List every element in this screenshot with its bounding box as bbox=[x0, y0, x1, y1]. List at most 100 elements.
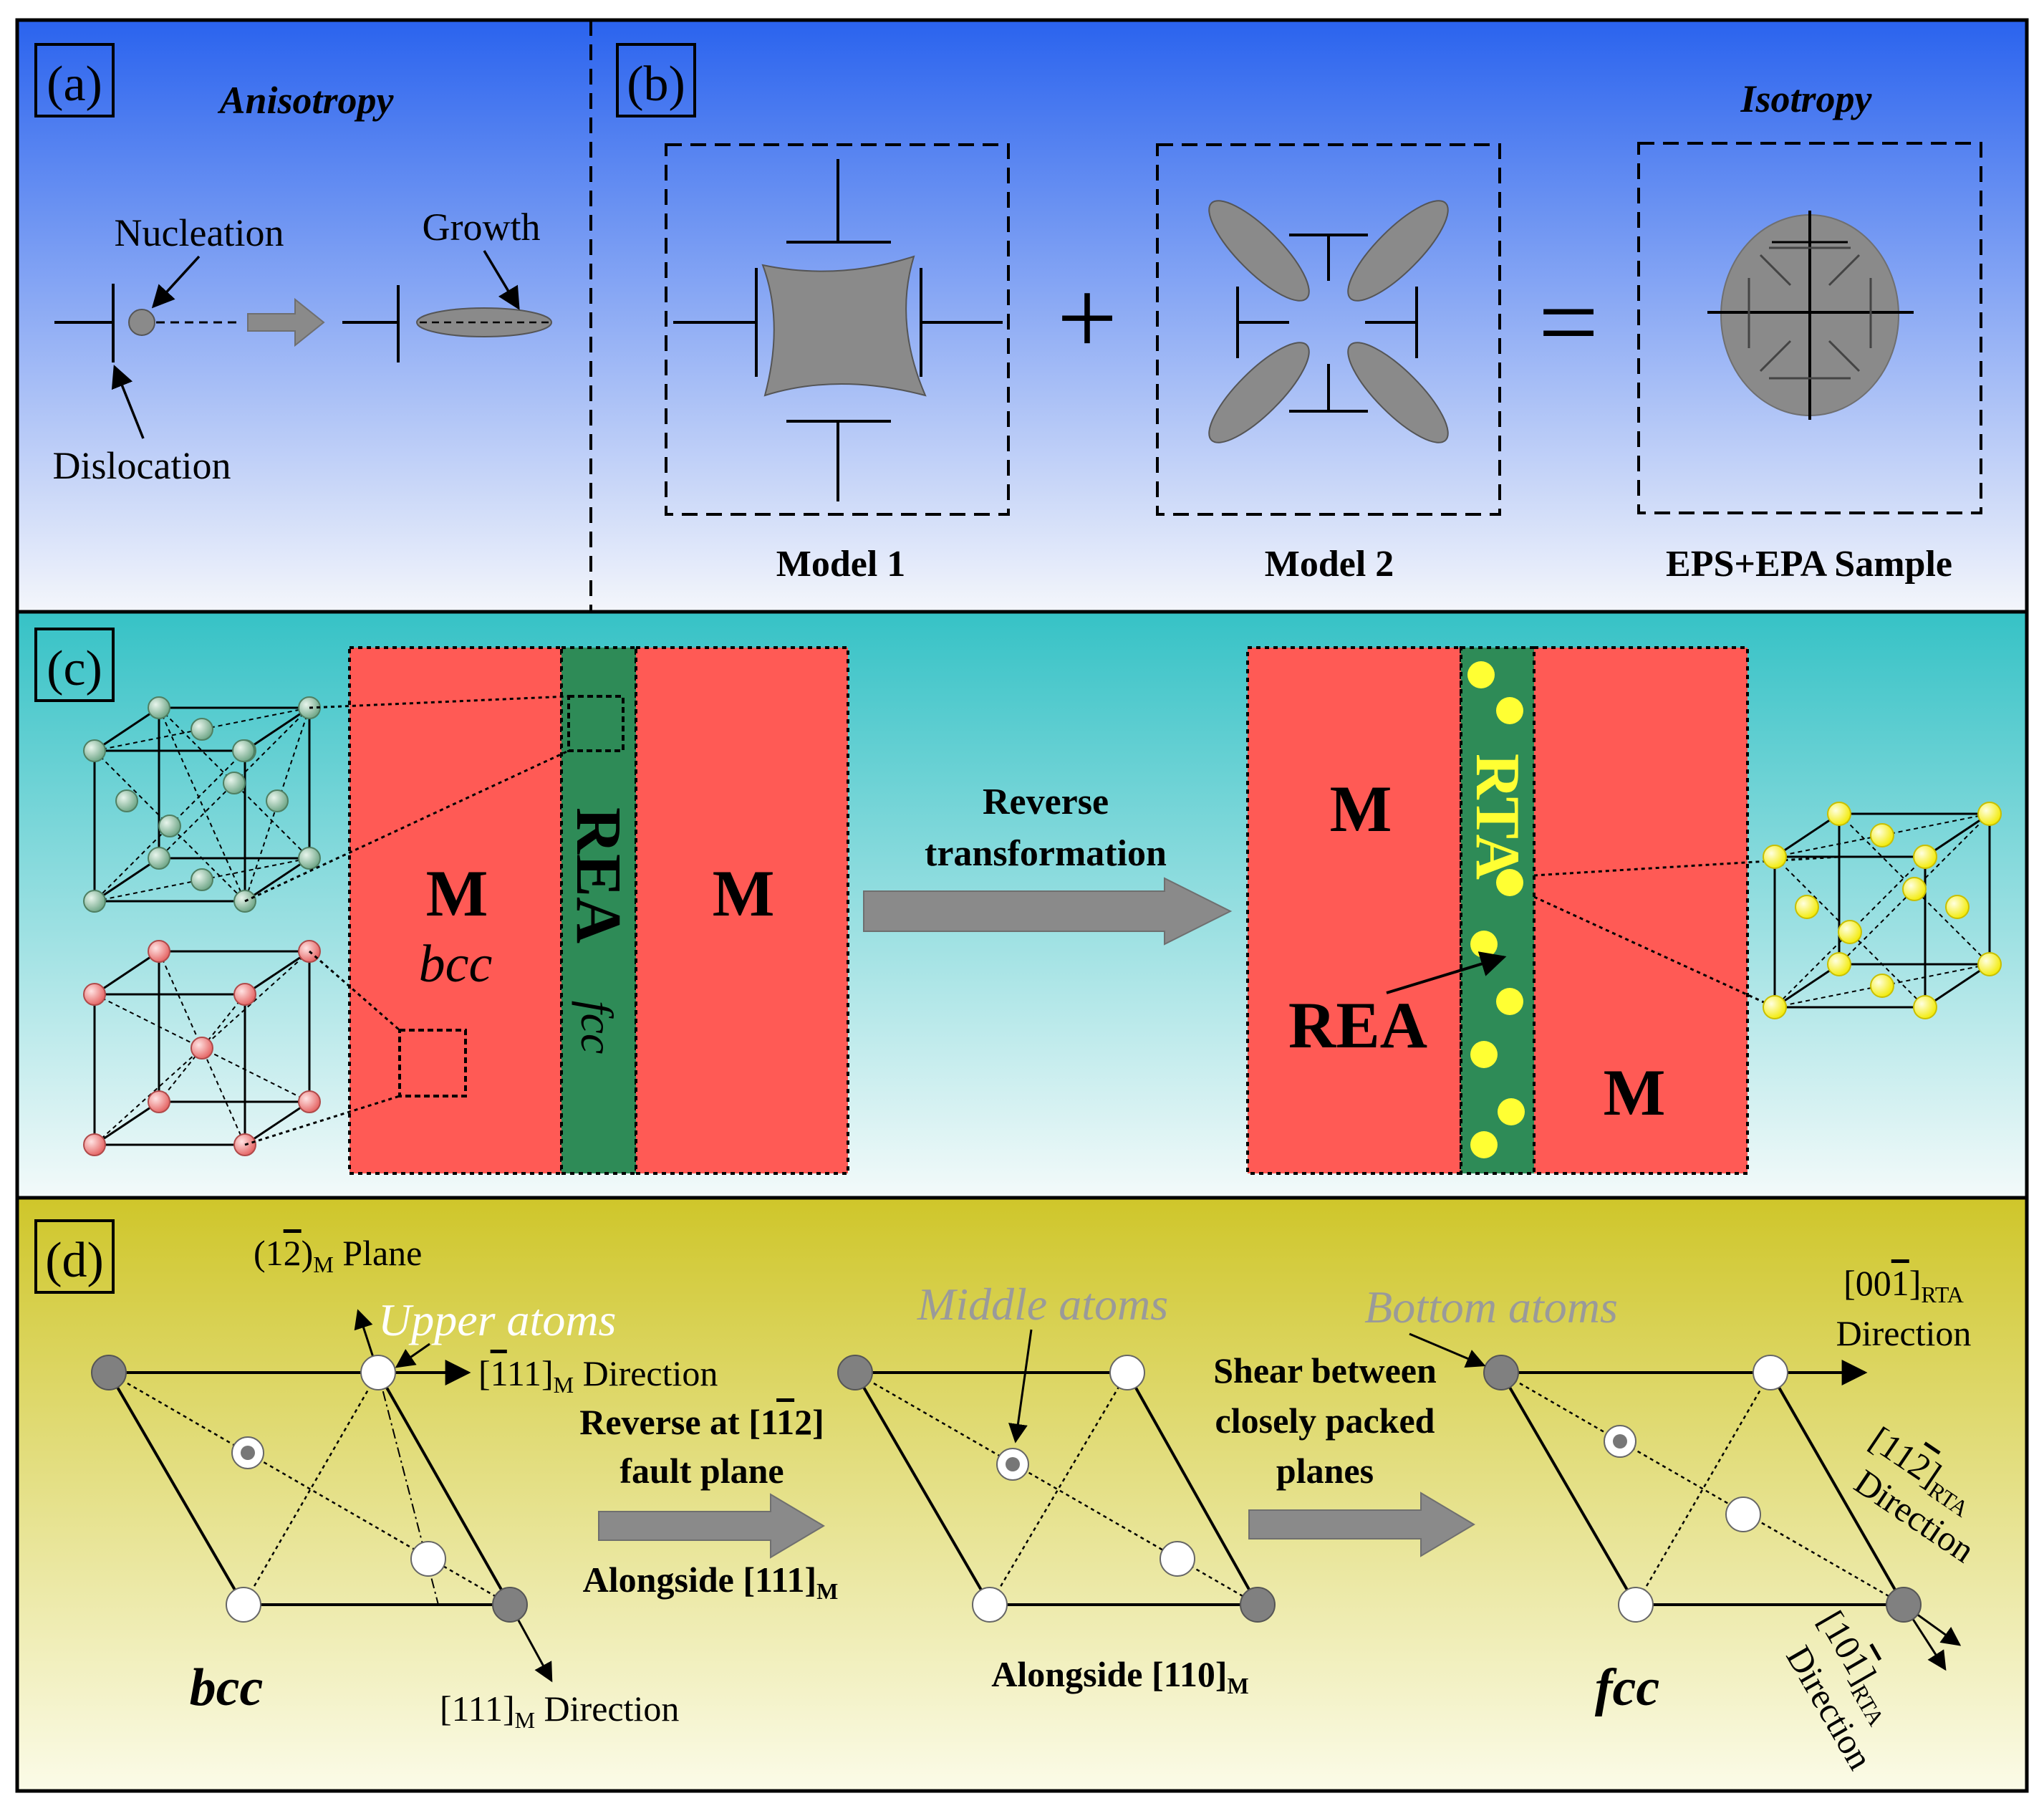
model-2-precipitate-top-left bbox=[1208, 200, 1310, 302]
green-atom bbox=[115, 789, 138, 812]
direction-001bar-word: Direction bbox=[1836, 1313, 1972, 1353]
martensite-right-bottom-label: M bbox=[1604, 1056, 1666, 1129]
bcc-atom-arrangement bbox=[91, 1309, 553, 1683]
alongside-111-label: Alongside [111]M bbox=[583, 1560, 839, 1604]
panel-d-label: (d) bbox=[45, 1233, 104, 1288]
martensite-right-left bbox=[1246, 646, 1462, 1175]
sample-inner-dislocations bbox=[1747, 246, 1872, 380]
green-atom bbox=[83, 890, 106, 913]
rea-label: REA bbox=[563, 807, 634, 943]
green-atom bbox=[191, 868, 213, 891]
martensite-right-right bbox=[1533, 646, 1749, 1175]
sample-box bbox=[1637, 142, 1982, 514]
model-1-label: Model 1 bbox=[776, 544, 906, 585]
bottom-atoms-label: Bottom atoms bbox=[1364, 1282, 1618, 1332]
panel-a-label-box bbox=[34, 43, 115, 117]
green-atom bbox=[266, 789, 289, 812]
model-1-precipitate bbox=[761, 255, 927, 397]
martensite-right-top-label: M bbox=[1330, 772, 1392, 845]
fcc-zoom-box bbox=[567, 695, 625, 752]
nucleation-label: Nucleation bbox=[115, 211, 284, 254]
sample-label: EPS+EPA Sample bbox=[1666, 544, 1952, 585]
middle-atoms-pointer bbox=[1008, 1329, 1033, 1443]
panel-c-label-box bbox=[34, 628, 115, 702]
green-atom bbox=[158, 815, 181, 837]
dislocation-nucleation-diagram bbox=[54, 250, 552, 439]
plane-label: (12)M Plane bbox=[254, 1233, 422, 1277]
reverse-fault-line1: Reverse at [112] bbox=[579, 1402, 824, 1442]
upper-atoms-pointer bbox=[395, 1342, 430, 1368]
reverse-transformation-line2: transformation bbox=[925, 833, 1167, 874]
growth-label: Growth bbox=[423, 206, 541, 249]
reverse-fault-arrow bbox=[598, 1493, 825, 1559]
zoom-connectors bbox=[244, 695, 569, 1146]
reverse-transformation-line1: Reverse bbox=[983, 782, 1109, 822]
model-2-box bbox=[1156, 143, 1501, 516]
green-atom bbox=[83, 739, 106, 762]
pink-atom bbox=[148, 1090, 170, 1113]
growth-pointer bbox=[483, 250, 520, 310]
dislocation-label: Dislocation bbox=[53, 444, 231, 487]
pink-atom bbox=[83, 983, 106, 1006]
nucleation-pointer bbox=[151, 255, 201, 309]
equals-sign: = bbox=[1538, 263, 1599, 382]
reverse-fault-line2: fault plane bbox=[620, 1451, 784, 1491]
fcc-unit-cell-yellow bbox=[1533, 802, 2002, 1019]
model-2-diagram bbox=[1156, 143, 1501, 516]
fcc-atom-arrangement bbox=[1483, 1355, 1962, 1671]
pink-atom bbox=[298, 1090, 321, 1113]
panel-a-title: Anisotropy bbox=[217, 79, 394, 122]
growth-arrow bbox=[247, 297, 325, 347]
shear-line3: planes bbox=[1276, 1451, 1374, 1491]
panel-d-background bbox=[15, 1196, 2029, 1793]
fcc-structure-label: fcc bbox=[1595, 1658, 1659, 1717]
model-2-precipitate-bottom-right bbox=[1347, 342, 1449, 443]
rta-atoms bbox=[1467, 661, 1525, 1158]
green-atom bbox=[298, 847, 321, 870]
rta-label: RTA bbox=[1462, 754, 1532, 880]
pink-atom bbox=[148, 940, 170, 963]
panel-b-label-box bbox=[616, 43, 696, 117]
middle-atoms-label: Middle atoms bbox=[917, 1279, 1168, 1330]
panel-a-label: (a) bbox=[47, 57, 102, 112]
green-atom bbox=[232, 739, 255, 762]
martensite-left-label: M bbox=[426, 857, 488, 930]
sample-diagram bbox=[1637, 142, 1982, 514]
pink-atom bbox=[233, 983, 256, 1006]
green-atom bbox=[223, 772, 246, 794]
fcc-label: fcc bbox=[572, 1001, 622, 1055]
alongside-110-label: Alongside [110]M bbox=[991, 1654, 1248, 1699]
martensite-left bbox=[348, 646, 563, 1175]
bcc-unit-cell-pink bbox=[83, 940, 321, 1156]
shear-line2: closely packed bbox=[1215, 1401, 1435, 1441]
bcc-structure-label: bcc bbox=[190, 1658, 264, 1717]
panel-c-label: (c) bbox=[47, 641, 102, 696]
shear-arrow bbox=[1248, 1491, 1475, 1557]
bottom-atoms-pointer bbox=[1409, 1332, 1486, 1368]
panel-b-label: (b) bbox=[627, 57, 685, 112]
upper-atoms-label: Upper atoms bbox=[378, 1294, 616, 1345]
zoom-connectors-right bbox=[1533, 855, 1840, 1009]
rta-band bbox=[1460, 646, 1536, 1175]
pink-atom bbox=[191, 1037, 213, 1060]
nucleation-particle bbox=[128, 309, 155, 336]
middle-atom-arrangement bbox=[837, 1355, 1276, 1623]
model-2-precipitate-top-right bbox=[1347, 200, 1449, 302]
martensite-middle bbox=[635, 646, 849, 1175]
direction-111-label: [111]M Direction bbox=[440, 1688, 679, 1733]
green-atom bbox=[148, 847, 170, 870]
dislocation-pointer bbox=[111, 365, 145, 439]
plus-sign: + bbox=[1057, 259, 1118, 378]
model-1-diagram bbox=[665, 143, 1010, 516]
reverse-transformation-arrow bbox=[863, 877, 1233, 946]
martensite-middle-label: M bbox=[713, 857, 775, 930]
model-1-box bbox=[665, 143, 1010, 516]
model-2-label: Model 2 bbox=[1265, 544, 1394, 585]
panel-b-title: Isotropy bbox=[1740, 77, 1872, 120]
model-2-precipitate-bottom-left bbox=[1208, 342, 1310, 443]
shear-line1: Shear between bbox=[1213, 1350, 1437, 1390]
rea-right-label: REA bbox=[1288, 989, 1427, 1062]
pink-atom bbox=[83, 1133, 106, 1156]
bcc-label: bcc bbox=[419, 935, 493, 994]
